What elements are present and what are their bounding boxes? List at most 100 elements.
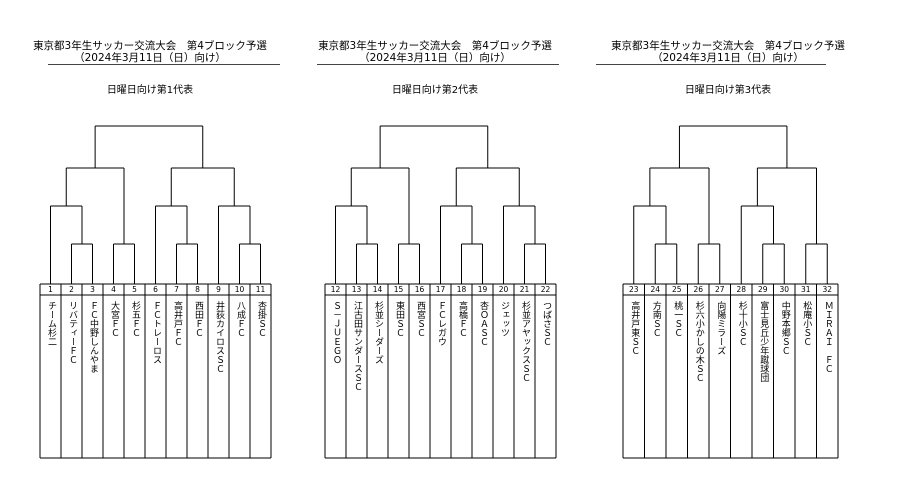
title-underline (596, 64, 826, 65)
team-slot: 22 つばさＳＣ (535, 284, 556, 346)
team-slot: 23 高井戸東ＳＣ (623, 284, 645, 355)
team-number: 21 (519, 285, 530, 294)
team-name: 杉並アヤックスＳＣ (520, 301, 530, 382)
team-number: 4 (111, 285, 116, 294)
team-name: 中野本郷ＳＣ (779, 301, 790, 355)
team-number: 14 (372, 285, 383, 294)
bracket-subtitle: 日曜日向け第1代表 (106, 85, 194, 96)
team-number: 6 (153, 285, 158, 294)
team-number: 26 (693, 285, 704, 294)
team-number: 11 (255, 285, 266, 294)
team-name: 方南ＳＣ (650, 301, 661, 337)
team-number: 23 (628, 285, 639, 294)
team-name: 江古田サンダースＳＣ (352, 301, 362, 391)
team-name: 高井戸東ＳＣ (629, 301, 640, 355)
tournament-date: （2024年3月11日（日）向け） (74, 52, 226, 64)
team-number: 28 (736, 285, 747, 294)
tournament-date: （2024年3月11日（日）向け） (652, 52, 804, 64)
team-name: 高井戸ＦＣ (172, 301, 182, 346)
team-name: 高橋ＦＣ (457, 301, 467, 337)
bracket-panel-2: 東京都3年生サッカー交流大会 第4ブロック予選 （2024年3月11日（日）向け… (285, 0, 585, 496)
team-name: ＦＣ中野しんやま (88, 301, 98, 373)
team-slot: 11 杏掛ＳＣ (250, 284, 271, 337)
team-slot: 18 高橋ＦＣ (451, 284, 472, 337)
bracket-subtitle: 日曜日向け第3代表 (684, 85, 772, 96)
team-number: 17 (435, 285, 446, 294)
team-slot: 20 ジェッツ (493, 284, 514, 337)
team-name: 大宮ＦＣ (109, 301, 119, 337)
team-number: 18 (456, 285, 467, 294)
bracket-panel-1: 東京都3年生サッカー交流大会 第4ブロック予選 （2024年3月11日（日）向け… (0, 0, 300, 496)
team-number: 2 (69, 285, 74, 294)
tournament-title: 東京都3年生サッカー交流大会 第4ブロック予選 (611, 40, 845, 52)
team-name: 杏掛ＳＣ (256, 301, 266, 337)
team-name: つばさＳＣ (541, 301, 551, 346)
team-slot: 15 東田ＳＣ (388, 284, 409, 337)
team-number: 30 (779, 285, 790, 294)
team-number: 3 (90, 285, 95, 294)
team-name: Ｓ－ＪＵＥＧＯ (331, 301, 341, 364)
team-name: 西宮ＳＣ (415, 301, 425, 337)
team-slot: 26 杉六小かしの木ＳＣ (688, 284, 710, 382)
team-name: 桃一ＳＣ (672, 301, 683, 337)
tournament-title: 東京都3年生サッカー交流大会 第4ブロック予選 (33, 40, 267, 52)
team-slot: 29 富士見丘少年蹴球団 (752, 284, 774, 382)
team-slot: 14 杉並シーダーズ (367, 284, 388, 364)
title-underline (317, 64, 559, 65)
team-number: 27 (714, 285, 725, 294)
tournament-date: （2024年3月11日（日）向け） (359, 52, 511, 64)
tournament-title: 東京都3年生サッカー交流大会 第4ブロック予選 (318, 40, 552, 52)
team-slot: 28 杉十小ＳＣ (731, 284, 753, 346)
team-name: 杉十小ＳＣ (736, 301, 747, 346)
team-name: リバティーＦＣ (67, 301, 77, 364)
bracket-lines (622, 125, 839, 459)
team-slot: 5 杉五ＦＣ (124, 284, 145, 337)
team-name: 東田ＳＣ (394, 301, 404, 337)
team-number: 13 (351, 285, 362, 294)
bracket-lines (39, 125, 272, 459)
team-name: ＭＩＲＡＩ ＦＣ (822, 301, 833, 373)
team-number: 16 (414, 285, 425, 294)
title-underline (48, 64, 280, 65)
team-name: 富士見丘少年蹴球団 (758, 301, 769, 382)
team-slot: 24 方南ＳＣ (645, 284, 667, 337)
team-slot: 16 西宮ＳＣ (409, 284, 430, 337)
team-number: 20 (498, 285, 509, 294)
bracket-panel-3: 東京都3年生サッカー交流大会 第4ブロック予選 （2024年3月11日（日）向け… (578, 0, 878, 496)
team-number: 10 (234, 285, 245, 294)
team-number: 15 (393, 285, 404, 294)
team-name: 松庵小ＳＣ (801, 301, 812, 346)
team-name: 杉五ＦＣ (130, 301, 140, 337)
team-slot: 30 中野本郷ＳＣ (774, 284, 796, 355)
team-slot: 21 杉並アヤックスＳＣ (514, 284, 535, 382)
team-number: 1 (48, 285, 53, 294)
team-number: 24 (650, 285, 661, 294)
team-name: 杉六小かしの木ＳＣ (693, 301, 704, 382)
bracket-lines (324, 125, 557, 459)
team-name: ジェッツ (499, 301, 509, 337)
team-name: 杉並シーダーズ (373, 301, 383, 364)
team-name: 井荻カイロスＳＣ (214, 301, 224, 373)
team-number: 29 (757, 285, 768, 294)
team-number: 12 (330, 285, 341, 294)
bracket-subtitle: 日曜日向け第2代表 (391, 85, 479, 96)
team-number: 19 (477, 285, 488, 294)
team-name: 西田ＦＣ (193, 301, 203, 337)
team-name: ＦＣレガウ (436, 301, 446, 346)
team-number: 8 (195, 285, 200, 294)
team-slot: 8 西田ＦＣ (187, 284, 208, 337)
team-number: 22 (540, 285, 551, 294)
team-slot: 25 桃一ＳＣ (666, 284, 688, 337)
team-number: 5 (132, 285, 137, 294)
team-number: 25 (671, 285, 682, 294)
